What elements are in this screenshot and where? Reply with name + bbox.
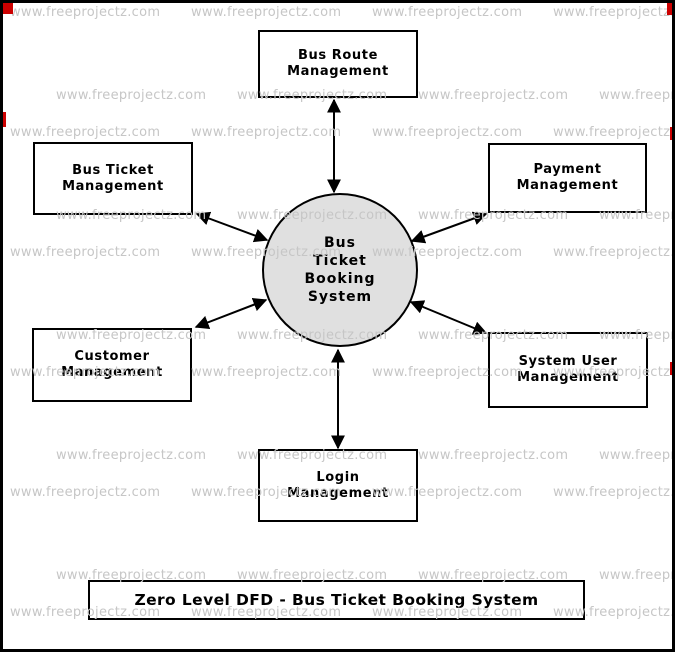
- entity-bus-ticket-management: Bus Ticket Management: [33, 142, 193, 215]
- entity-payment-management: Payment Management: [488, 143, 647, 213]
- entity-system-user-management: System User Management: [488, 332, 648, 408]
- process-bus-ticket-booking-system: Bus Ticket Booking System: [262, 193, 418, 347]
- diagram-title: Zero Level DFD - Bus Ticket Booking Syst…: [88, 580, 585, 620]
- entity-login-management: Login Management: [258, 449, 418, 522]
- entity-bus-route-management: Bus Route Management: [258, 30, 418, 98]
- entity-customer-management: Customer Management: [32, 328, 192, 402]
